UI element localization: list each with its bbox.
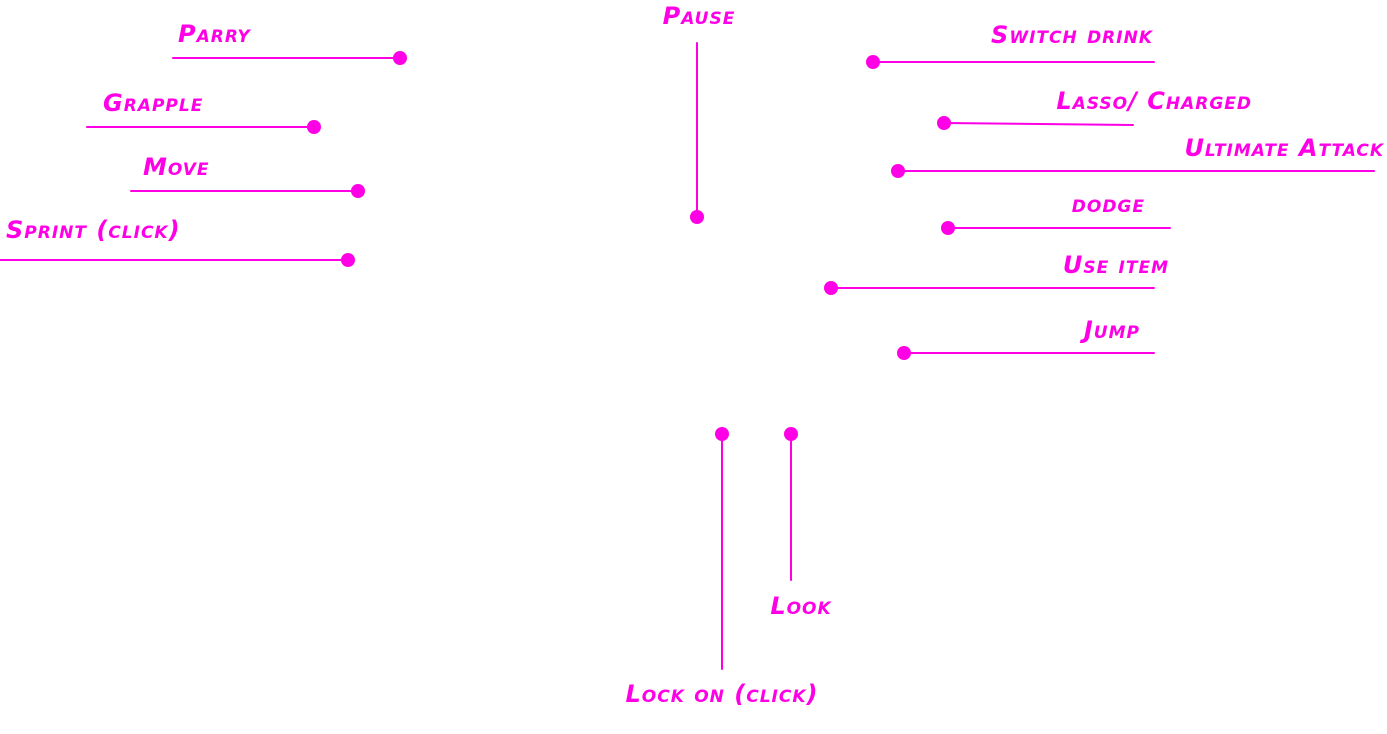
label-parry: Parry [178,20,251,48]
label-switch-drink: Switch drink [991,21,1154,49]
callout-dot [351,184,365,198]
callout-jump: Jump [897,316,1155,360]
callout-look: Look [770,427,832,620]
callout-dot [824,281,838,295]
callout-dot [937,116,951,130]
callout-dot [891,164,905,178]
callout-move: Move [130,153,365,198]
label-lock-on: Lock on (click) [625,680,818,708]
callout-ultimate-attack: Ultimate Attack [891,134,1384,178]
callout-lasso-charged: Lasso/ Charged [937,87,1252,130]
callout-dodge: dodge [941,190,1171,235]
callout-dot [341,253,355,267]
callout-pause: Pause [663,2,736,224]
callout-dot [715,427,729,441]
label-use-item: Use item [1063,251,1169,279]
label-look: Look [770,592,832,620]
callout-dot [393,51,407,65]
callout-use-item: Use item [824,251,1169,295]
callout-line [943,122,1134,126]
callout-dot [897,346,911,360]
callout-dot [866,55,880,69]
callout-lock-on: Lock on (click) [625,427,818,708]
callout-dot [690,210,704,224]
callout-dot [784,427,798,441]
label-sprint: Sprint (click) [6,216,181,244]
label-grapple: Grapple [103,89,203,117]
label-jump: Jump [1080,316,1140,344]
callout-parry: Parry [172,20,407,65]
label-move: Move [143,153,210,181]
callout-dot [307,120,321,134]
label-lasso-charged: Lasso/ Charged [1056,87,1252,115]
label-pause: Pause [663,2,736,30]
callout-grapple: Grapple [86,89,321,134]
callout-switch-drink: Switch drink [866,21,1155,69]
callout-sprint: Sprint (click) [0,216,355,267]
label-dodge: dodge [1072,190,1145,218]
callout-dot [941,221,955,235]
label-ultimate-attack: Ultimate Attack [1184,134,1384,162]
